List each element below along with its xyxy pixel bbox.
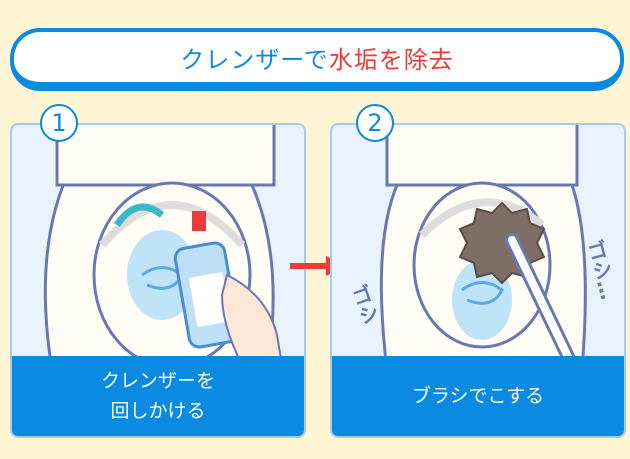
toilet-cleanser-illustration [43,125,284,365]
title-highlight: 水垢を除去 [328,45,454,74]
toilet-brush-illustration [379,125,587,365]
step-1-panel: クレンザーを 回しかける [10,123,306,438]
step-2-caption: ブラシでこする [332,356,624,436]
step-2-panel: ゴシ ゴシ… ブラシでこする [330,123,626,438]
step-number-2: 2 [356,104,394,142]
page-title: クレンザーで水垢を除去 [10,28,624,91]
cleanser-bottle-icon [173,211,241,349]
step-1-caption: クレンザーを 回しかける [12,356,304,436]
title-prefix: クレンザーで [180,45,329,74]
caption-line: ブラシでこする [411,385,545,407]
caption-line: クレンザーを [100,370,215,392]
caption-line: 回しかける [110,400,206,422]
step-number-1: 1 [40,104,78,142]
